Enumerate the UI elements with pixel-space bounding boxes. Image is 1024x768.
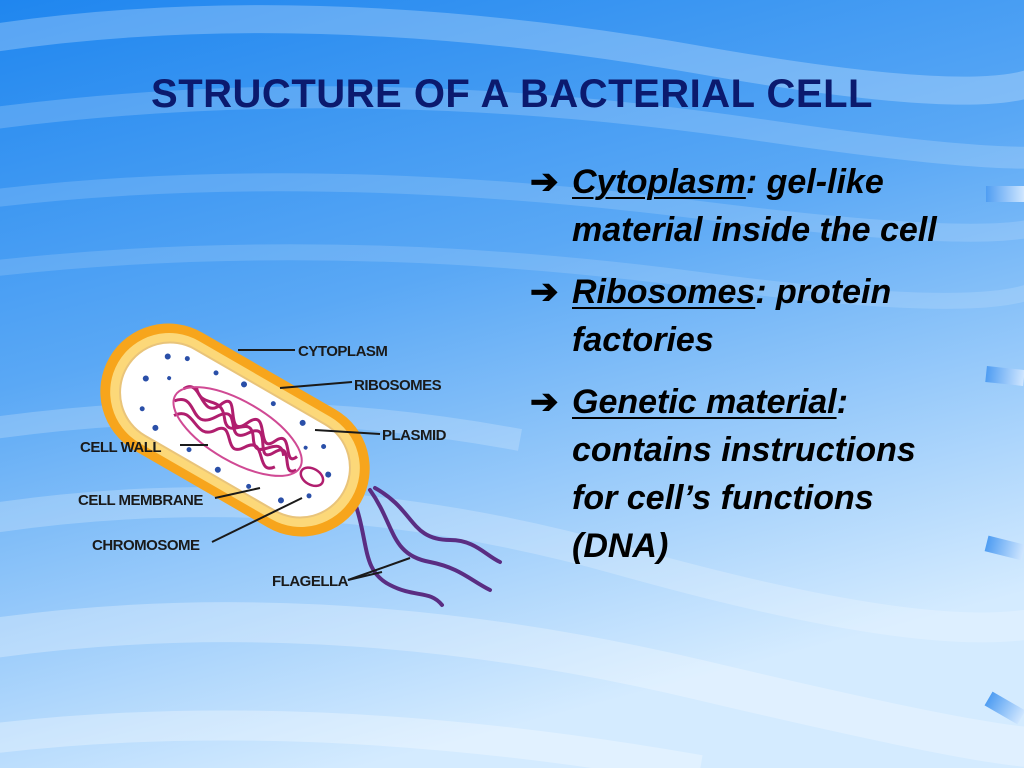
bullet-list: ➔ Cytoplasm: gel-like material inside the… (530, 158, 950, 584)
plasmid-shape (299, 466, 325, 488)
slide-title: STRUCTURE OF A BACTERIAL CELL (151, 72, 873, 116)
bullet-description: : gel-like material inside the cell (572, 163, 937, 249)
chromosome-shape (172, 385, 303, 477)
flagella-illustration (350, 486, 502, 607)
bullet-item: ➔ Cytoplasm: gel-like material inside the… (530, 158, 950, 254)
label-cell-wall: CELL WALL (80, 439, 161, 456)
arrow-bullet-icon: ➔ (530, 163, 559, 201)
label-plasmid: PLASMID (382, 427, 447, 444)
label-flagella: FLAGELLA (272, 573, 349, 590)
arrow-bullet-icon: ➔ (530, 383, 559, 421)
bullet-term: Cytoplasm (572, 163, 746, 201)
bullet-description: : contains instructions for cell’s funct… (572, 383, 916, 565)
ribosome-dots (139, 353, 332, 504)
label-leader-lines (180, 349, 411, 581)
label-cell-membrane: CELL MEMBRANE (78, 492, 203, 509)
bullet-term: Ribosomes (572, 273, 756, 311)
edge-tab-decoration (986, 186, 1024, 202)
label-cytoplasm: CYTOPLASM (298, 343, 387, 360)
bacterial-cell-diagram: CYTOPLASM RIBOSOMES PLASMID CELL WALL CE… (78, 323, 502, 607)
label-chromosome: CHROMOSOME (92, 537, 200, 554)
bullet-term: Genetic material (572, 383, 837, 421)
bullet-description: : protein factories (572, 273, 892, 359)
bullet-item: ➔ Ribosomes: protein factories (530, 268, 950, 364)
bullet-item: ➔ Genetic material: contains instructions… (530, 378, 950, 570)
arrow-bullet-icon: ➔ (530, 273, 559, 311)
label-ribosomes: RIBOSOMES (354, 377, 442, 394)
